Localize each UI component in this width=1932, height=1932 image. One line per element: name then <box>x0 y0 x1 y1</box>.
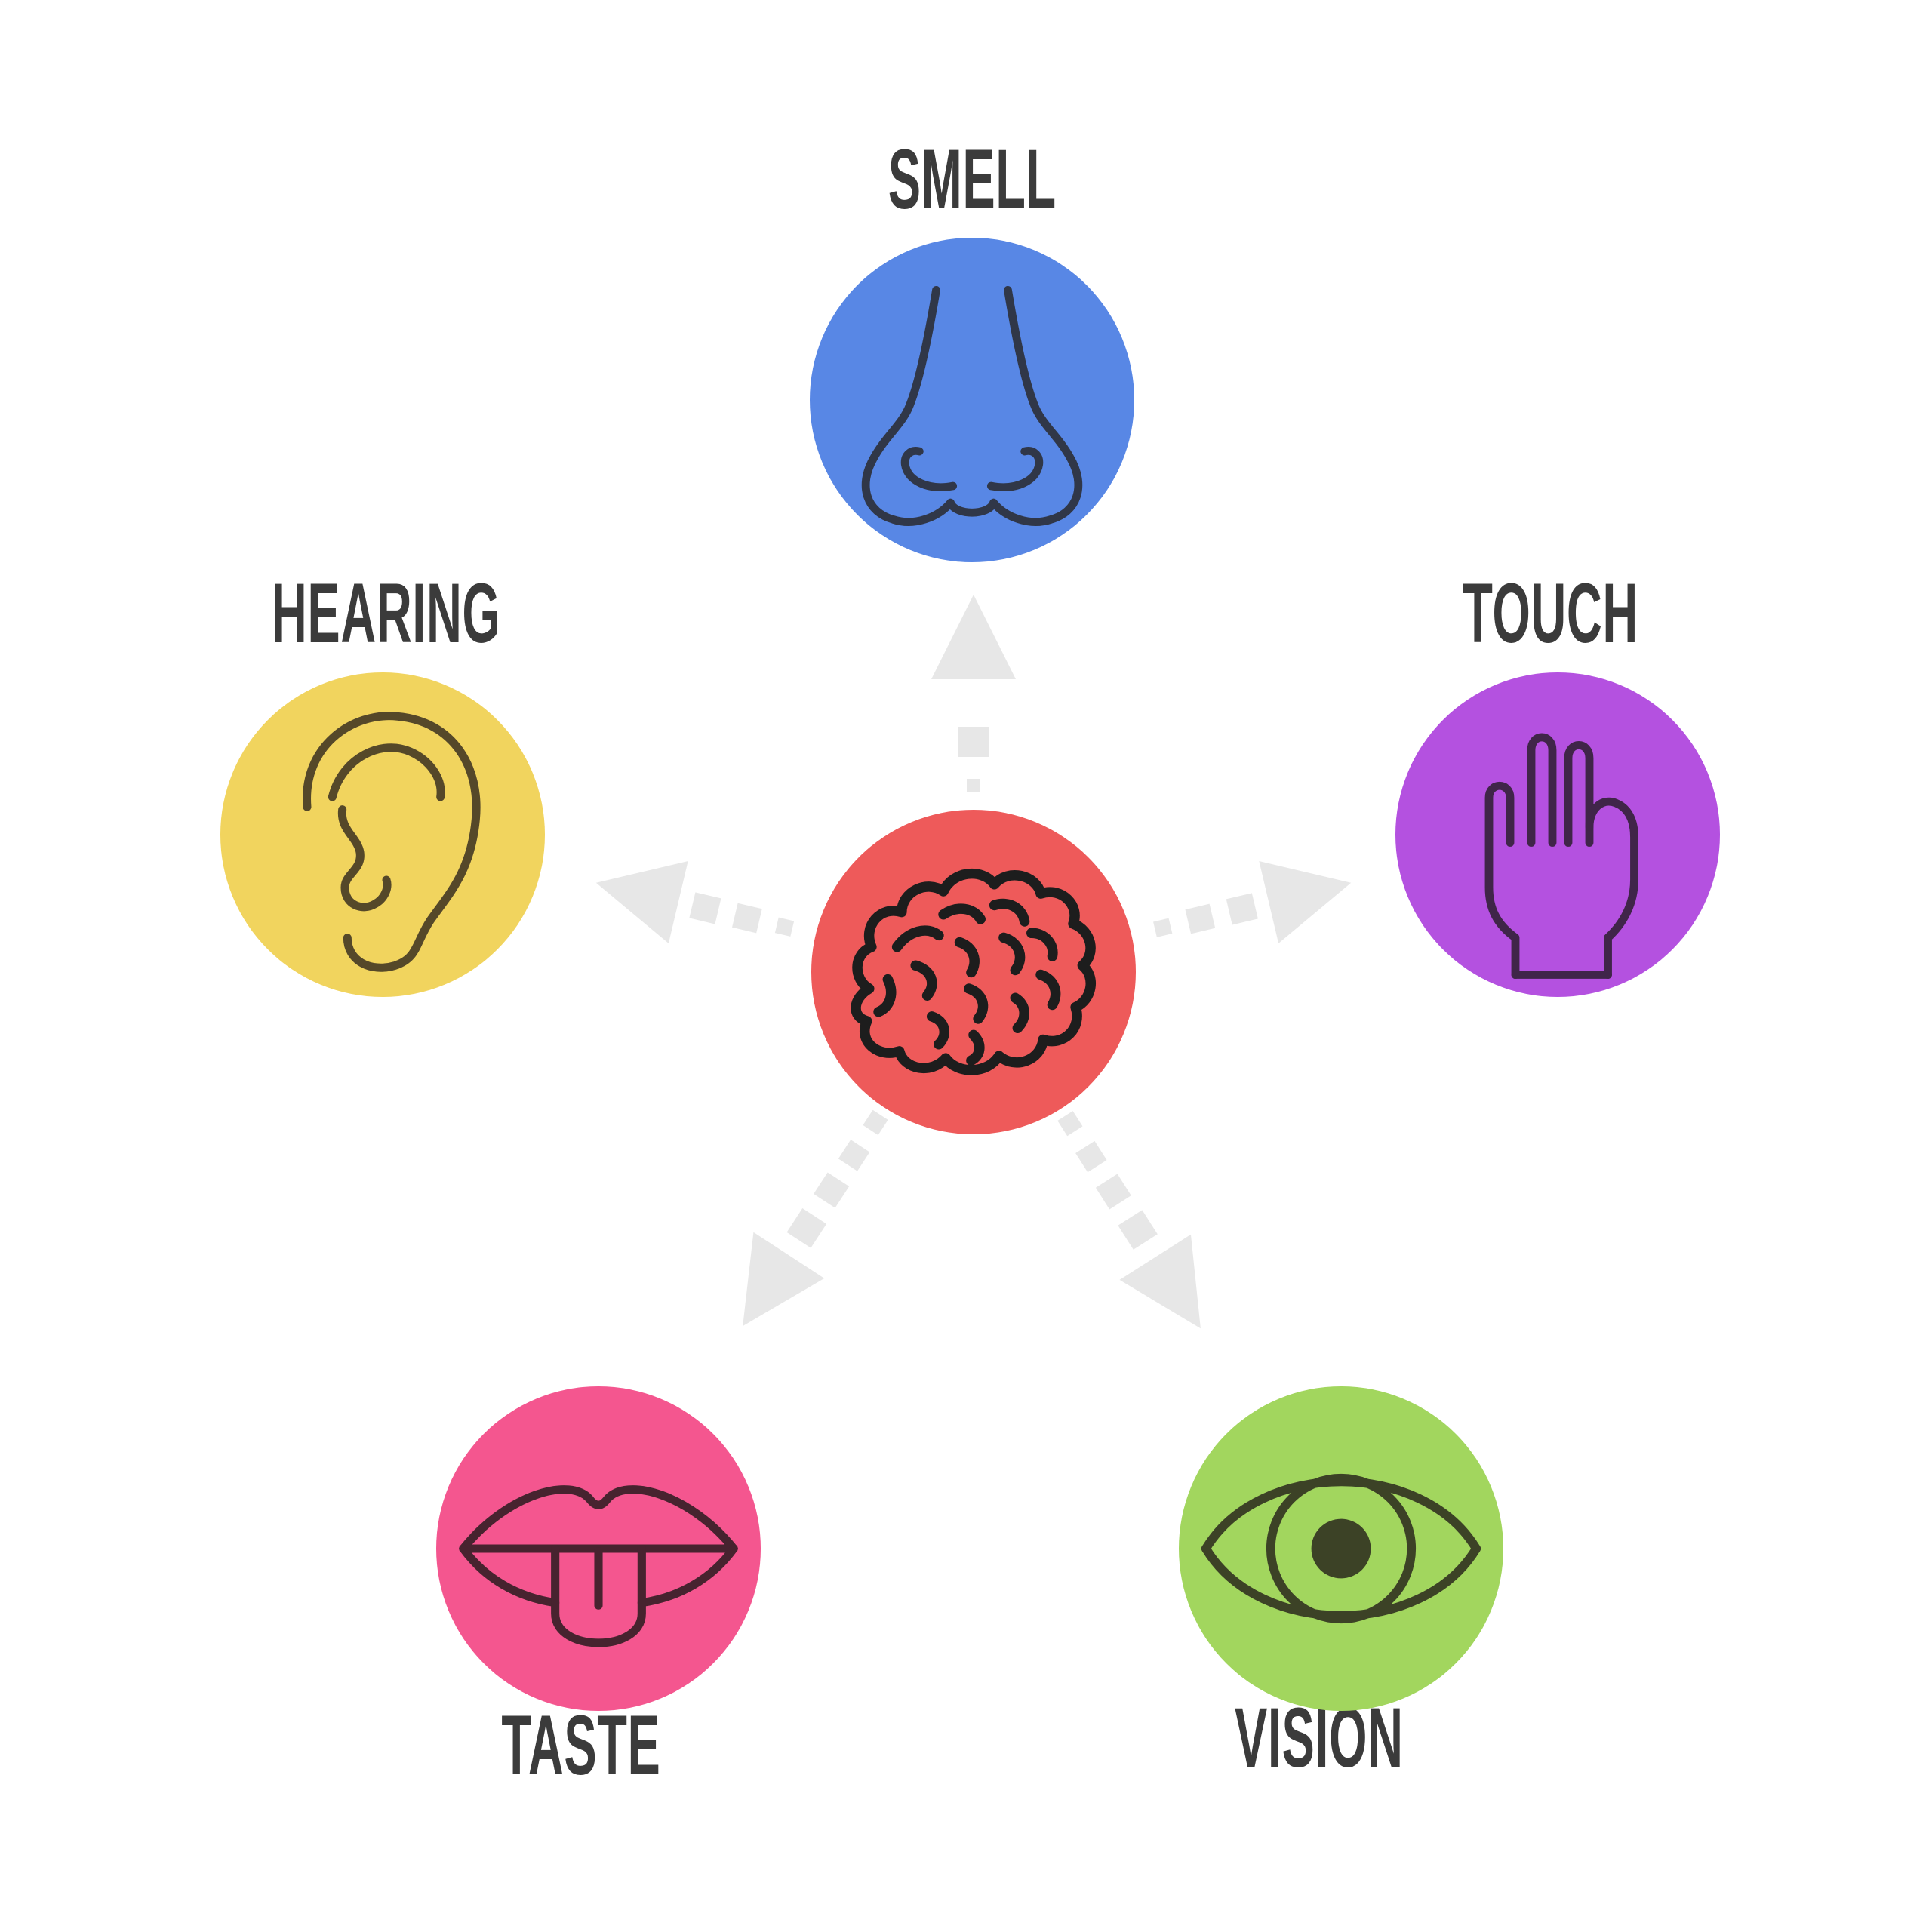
arrow-dash <box>1185 903 1216 934</box>
arrow-head <box>1119 1234 1237 1352</box>
arrow-dash <box>967 779 980 792</box>
smell-node <box>810 238 1134 562</box>
eye-icon <box>1201 1473 1481 1624</box>
arrow-head <box>931 595 1016 679</box>
arrow-dash <box>1226 893 1258 925</box>
arrow-dash <box>863 1109 888 1135</box>
arrow-dash <box>958 727 989 757</box>
mouth-icon <box>459 1485 738 1647</box>
touch-node <box>1395 672 1720 997</box>
ear-icon <box>303 712 481 972</box>
arrow-head <box>707 1232 825 1349</box>
arrow-dash <box>786 1208 827 1248</box>
arrow-dash <box>1153 918 1173 937</box>
arrow-dash <box>1095 1174 1131 1210</box>
arrow-dash <box>1075 1140 1107 1173</box>
arrow-head <box>586 841 688 944</box>
hearing-node <box>220 672 545 997</box>
arrow-head <box>1259 841 1361 944</box>
brain-node <box>811 810 1136 1134</box>
hand-icon <box>1484 733 1638 979</box>
arrow-dash <box>732 903 762 934</box>
arrow-dash <box>814 1172 850 1208</box>
arrow-dash <box>689 892 721 924</box>
touch-label: TOUCH <box>1463 566 1639 660</box>
smell-label: SMELL <box>888 132 1057 226</box>
nose-icon <box>861 285 1083 526</box>
brain-icon <box>851 868 1096 1075</box>
arrow-dash <box>1118 1210 1158 1250</box>
arrow-dash <box>838 1140 870 1171</box>
vision-label: VISION <box>1235 1690 1404 1785</box>
arrow-dash <box>774 917 795 937</box>
hearing-label: HEARING <box>272 566 501 660</box>
taste-label: TASTE <box>501 1698 661 1792</box>
arrow-dash <box>1057 1111 1083 1137</box>
taste-node <box>436 1386 761 1711</box>
vision-node <box>1179 1386 1503 1711</box>
